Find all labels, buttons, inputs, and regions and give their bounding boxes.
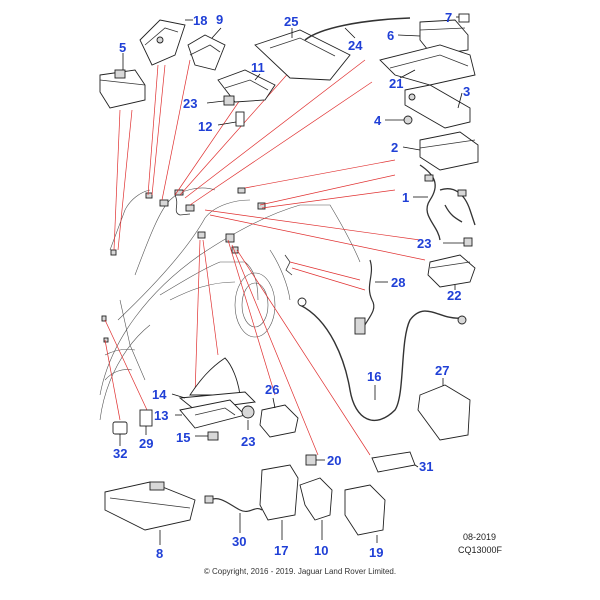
diagram-date-code: 08-2019 bbox=[462, 532, 496, 542]
callout-13: 13 bbox=[154, 408, 168, 423]
callout-1: 1 bbox=[402, 190, 409, 205]
part-8-module bbox=[104, 481, 196, 545]
copyright-notice: © Copyright, 2016 - 2019. Jaguar Land Ro… bbox=[203, 567, 397, 576]
part-4-nut bbox=[385, 115, 413, 125]
callout-26: 26 bbox=[265, 382, 279, 397]
part-12-screw bbox=[217, 111, 245, 127]
part-5-module bbox=[99, 53, 146, 109]
part-21-bracket bbox=[379, 44, 476, 86]
part-11-bracket bbox=[217, 69, 276, 103]
part-22-module bbox=[427, 254, 476, 290]
callout-22: 22 bbox=[447, 288, 461, 303]
part-10-bracket bbox=[299, 477, 333, 540]
part-14-antenna bbox=[171, 357, 256, 411]
part-27-pad bbox=[417, 378, 471, 441]
part-19-module bbox=[344, 484, 386, 543]
part-23-clip-b bbox=[443, 237, 473, 247]
callout-23-b: 23 bbox=[417, 236, 431, 251]
callout-30: 30 bbox=[232, 534, 246, 549]
callout-28: 28 bbox=[391, 275, 405, 290]
callout-numbers: 1 2 3 4 5 6 7 8 9 10 11 12 13 14 15 16 1… bbox=[113, 10, 470, 561]
callout-24: 24 bbox=[348, 38, 363, 53]
callout-8: 8 bbox=[156, 546, 163, 561]
part-25-panel bbox=[254, 28, 351, 81]
callout-6: 6 bbox=[387, 28, 394, 43]
callout-7: 7 bbox=[445, 10, 452, 25]
callout-23-c: 23 bbox=[241, 434, 255, 449]
callout-27: 27 bbox=[435, 363, 449, 378]
part-20-clip bbox=[305, 454, 325, 466]
part-2-module bbox=[402, 131, 479, 171]
callout-19: 19 bbox=[369, 545, 383, 560]
part-31-module bbox=[371, 451, 419, 473]
callout-21: 21 bbox=[389, 76, 403, 91]
part-29-clip bbox=[139, 409, 153, 435]
callout-32: 32 bbox=[113, 446, 127, 461]
part-9-bracket bbox=[187, 27, 226, 71]
leader-lines bbox=[104, 59, 426, 456]
part-7-bolt bbox=[456, 13, 470, 23]
callout-9: 9 bbox=[216, 12, 223, 27]
callout-10: 10 bbox=[314, 543, 328, 558]
part-6-module bbox=[397, 19, 469, 56]
callout-25: 25 bbox=[284, 14, 298, 29]
part-3-bracket bbox=[404, 84, 471, 129]
diagram-reference-code: CQ13000F bbox=[457, 545, 502, 555]
part-23-clip-a bbox=[206, 95, 235, 106]
part-30-wire bbox=[204, 495, 263, 533]
callout-5: 5 bbox=[119, 40, 126, 55]
part-1-harness bbox=[413, 164, 476, 241]
callout-20: 20 bbox=[327, 453, 341, 468]
callout-18: 18 bbox=[193, 13, 207, 28]
callout-29: 29 bbox=[139, 436, 153, 451]
part-16-cable bbox=[297, 297, 467, 421]
callout-31: 31 bbox=[419, 459, 433, 474]
callout-17: 17 bbox=[274, 543, 288, 558]
callout-3: 3 bbox=[463, 84, 470, 99]
callout-11: 11 bbox=[251, 60, 265, 75]
part-23-clip-c bbox=[241, 405, 255, 430]
callout-14: 14 bbox=[152, 387, 167, 402]
part-15-nut bbox=[195, 431, 219, 441]
part-18-module bbox=[139, 19, 193, 66]
vehicle-markers bbox=[101, 187, 293, 343]
part-17-module bbox=[259, 464, 299, 540]
callout-12: 12 bbox=[198, 119, 212, 134]
callout-16: 16 bbox=[367, 369, 381, 384]
callout-4: 4 bbox=[374, 113, 382, 128]
part-32-connector bbox=[112, 421, 128, 446]
part-13-base bbox=[175, 399, 246, 429]
part-26-module bbox=[259, 397, 299, 438]
callout-23-a: 23 bbox=[183, 96, 197, 111]
callout-15: 15 bbox=[176, 430, 190, 445]
callout-2: 2 bbox=[391, 140, 398, 155]
part-24-cable bbox=[304, 17, 411, 41]
part-28-harness bbox=[354, 259, 388, 335]
